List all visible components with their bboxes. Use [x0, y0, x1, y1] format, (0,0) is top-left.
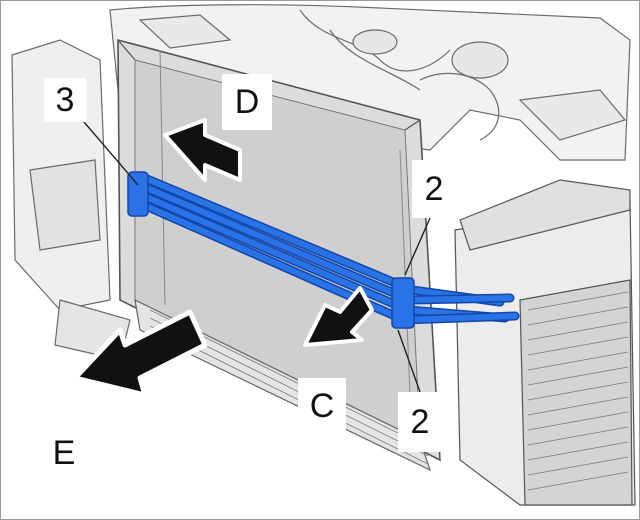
arrow-e — [72, 309, 208, 398]
direction-arrows — [72, 118, 374, 398]
oil-cooler-lines — [127, 171, 520, 329]
callout-item-3: 3 — [44, 78, 86, 122]
callout-item-2-lower: 2 — [398, 392, 442, 452]
arrow-c — [303, 286, 374, 347]
callout-view-c: C — [298, 378, 346, 434]
leader-lines — [83, 121, 431, 393]
callout-view-d: D — [222, 74, 272, 130]
callout-item-2-upper: 2 — [412, 160, 456, 218]
arrow-d — [163, 118, 242, 182]
right-intercooler — [454, 179, 636, 506]
callout-view-e: E — [52, 434, 76, 472]
